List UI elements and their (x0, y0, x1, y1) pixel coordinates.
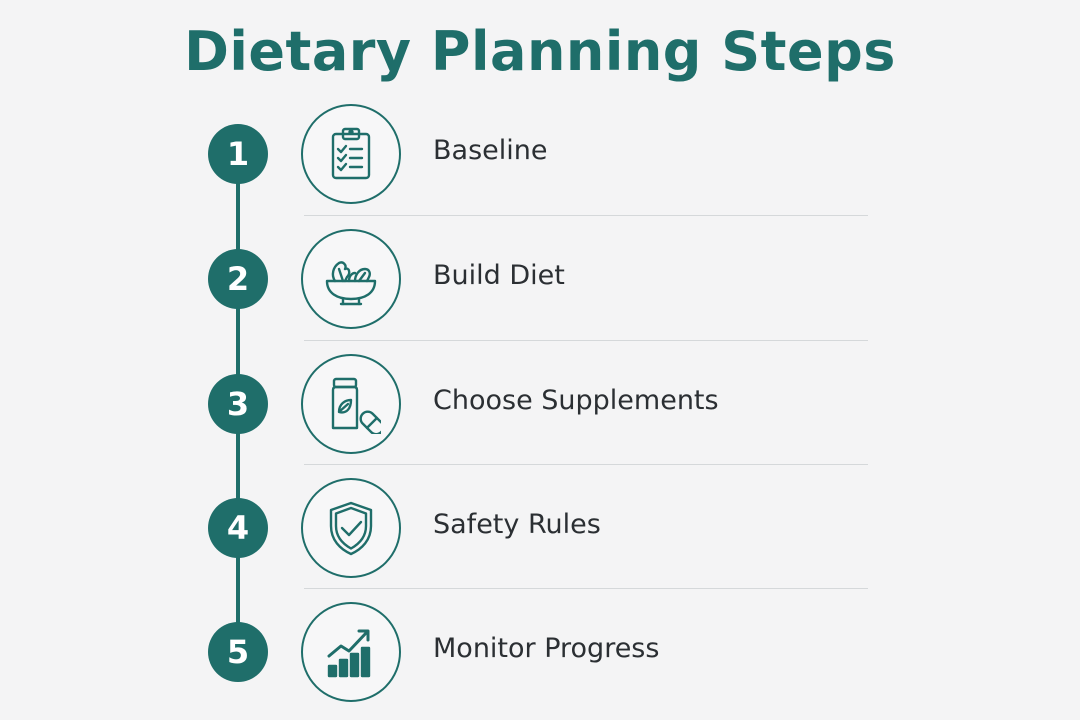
page-title: Dietary Planning Steps (184, 20, 896, 83)
step-label: Choose Supplements (433, 385, 719, 416)
divider (304, 215, 868, 216)
step-monitor-progress: 5 Monitor Progress (0, 597, 1080, 707)
divider (304, 588, 868, 589)
step-number-badge: 2 (208, 249, 268, 309)
step-number-badge: 5 (208, 622, 268, 682)
divider (304, 340, 868, 341)
step-label: Monitor Progress (433, 633, 660, 664)
step-label: Safety Rules (433, 509, 601, 540)
step-choose-supplements: 3 Choose Supplements (0, 349, 1080, 459)
step-baseline: 1 Baseline (0, 99, 1080, 209)
step-number-badge: 4 (208, 498, 268, 558)
step-label: Baseline (433, 135, 548, 166)
divider (304, 464, 868, 465)
step-label: Build Diet (433, 260, 565, 291)
step-number-badge: 1 (208, 124, 268, 184)
clipboard-checklist-icon (301, 104, 401, 204)
step-number-badge: 3 (208, 374, 268, 434)
shield-check-icon (301, 478, 401, 578)
step-build-diet: 2 Build Diet (0, 224, 1080, 334)
supplement-bottle-icon (301, 354, 401, 454)
salad-bowl-icon (301, 229, 401, 329)
step-safety-rules: 4 Safety Rules (0, 473, 1080, 583)
growth-chart-icon (301, 602, 401, 702)
